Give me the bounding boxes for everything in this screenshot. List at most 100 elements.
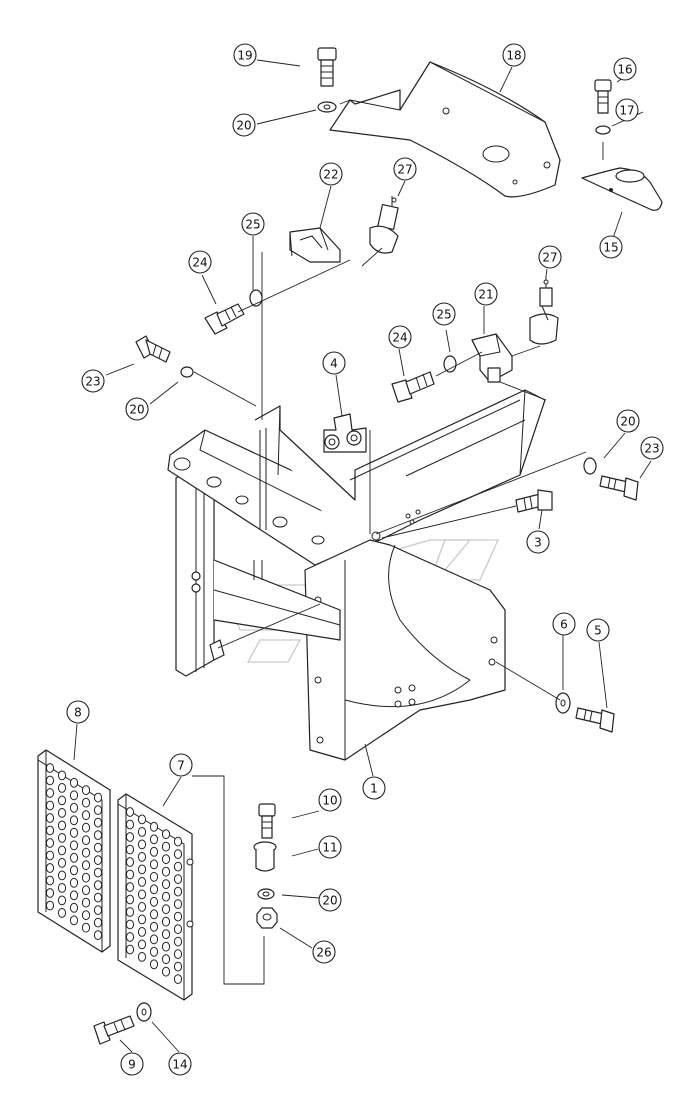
perforation-hole [125, 932, 135, 942]
perforation-hole [149, 909, 159, 920]
spacer-part-11 [253, 841, 277, 872]
bolt-part-24-upper [204, 303, 245, 335]
callout-number: 23 [85, 375, 100, 389]
washer-hole [560, 699, 566, 707]
callout-circle [432, 302, 456, 326]
perforation-hole [81, 922, 91, 933]
perforation-hole [57, 908, 67, 918]
callout-20: 20 [318, 888, 342, 912]
perforation-hole [81, 810, 91, 821]
callout-number: 3 [534, 536, 542, 550]
perforation-hole [69, 777, 79, 788]
perforation-hole [161, 916, 171, 927]
callout-number: 5 [594, 624, 602, 638]
bolt-part-23-right [599, 475, 639, 501]
bolt-part-24-lower [391, 371, 435, 403]
perforation-hole [161, 941, 171, 952]
washer-part-17 [595, 125, 611, 135]
perforation-hole [45, 775, 55, 786]
perforation-hole [69, 815, 79, 826]
callout-number: 8 [74, 706, 82, 720]
callout-20: 20 [125, 397, 149, 421]
perforation-hole [57, 870, 67, 881]
callout-23: 23 [640, 436, 664, 460]
callout-circle [322, 351, 346, 375]
perforation-hole [137, 889, 147, 900]
washer-part-20-left [180, 366, 194, 378]
perforation-hole [93, 917, 103, 928]
perforation-hole [137, 927, 147, 937]
callout-5: 5 [586, 618, 610, 642]
perforation-hole [69, 790, 79, 801]
perforation-hole [137, 914, 147, 925]
callout-number: 7 [177, 759, 185, 773]
callout-number: 20 [322, 894, 337, 908]
perforation-hole [161, 904, 171, 915]
callout-circle [615, 98, 639, 122]
perforation-hole [125, 869, 135, 880]
perforation-hole [93, 842, 103, 853]
perforation-hole [45, 900, 55, 911]
perforation-hole [57, 820, 67, 831]
callout-16: 16 [613, 57, 637, 81]
perforation-hole [149, 921, 159, 932]
callout-circle [319, 162, 343, 186]
perforation-hole [93, 817, 103, 828]
perforations-part-7 [125, 807, 183, 984]
callout-24: 24 [388, 325, 412, 349]
perforation-hole [69, 877, 79, 888]
step-plate-part-7 [117, 793, 194, 1001]
perforation-hole [173, 936, 183, 947]
callout-9: 9 [120, 1052, 144, 1076]
callout-25: 25 [241, 212, 265, 236]
callout-number: 27 [542, 251, 557, 265]
perforation-hole [93, 805, 103, 815]
perforation-hole [149, 859, 159, 870]
perforation-hole [149, 896, 159, 907]
callout-20: 20 [232, 113, 256, 137]
callout-number: 16 [617, 63, 632, 77]
perforation-hole [137, 952, 147, 962]
bracket-part-21 [471, 333, 513, 383]
perforation-hole [125, 857, 135, 867]
perforation-hole [45, 888, 55, 898]
perforation-hole [125, 907, 135, 917]
callout-circle [318, 888, 342, 912]
callout-circle [125, 397, 149, 421]
perforation-hole [69, 852, 79, 863]
perforation-hole [45, 825, 55, 836]
callout-circle [232, 113, 256, 137]
perforation-hole [69, 865, 79, 876]
callout-18: 18 [502, 43, 526, 67]
washer-hole [141, 1008, 147, 1016]
perforation-hole [137, 839, 147, 850]
perforation-hole [173, 974, 183, 984]
perforation-hole [149, 846, 159, 857]
perforation-hole [161, 929, 171, 940]
washer-hole [323, 104, 331, 110]
perforation-hole [137, 864, 147, 875]
bolt-part-3 [515, 489, 553, 513]
callout-14: 14 [168, 1052, 192, 1076]
callout-circle [599, 235, 623, 259]
perforation-hole [57, 883, 67, 893]
callout-number: 23 [644, 442, 659, 456]
callout-6: 6 [552, 612, 576, 636]
callout-number: 25 [436, 308, 451, 322]
callout-20: 20 [616, 409, 640, 433]
bracket-part-22 [289, 227, 341, 263]
callout-number: 9 [128, 1058, 136, 1072]
callout-circle [318, 788, 342, 812]
callout-circle [526, 530, 550, 554]
perforation-hole [93, 880, 103, 890]
bolt-part-16 [594, 79, 612, 114]
perforation-hole [69, 915, 79, 926]
callout-number: 20 [129, 403, 144, 417]
callout-circle [538, 245, 562, 269]
perforation-hole [149, 946, 159, 957]
callout-1: 1 [362, 776, 386, 800]
perforations-part-8 [45, 763, 103, 940]
callout-number: 17 [619, 104, 634, 118]
callout-circle [552, 612, 576, 636]
clip-part-27-top [369, 196, 399, 254]
